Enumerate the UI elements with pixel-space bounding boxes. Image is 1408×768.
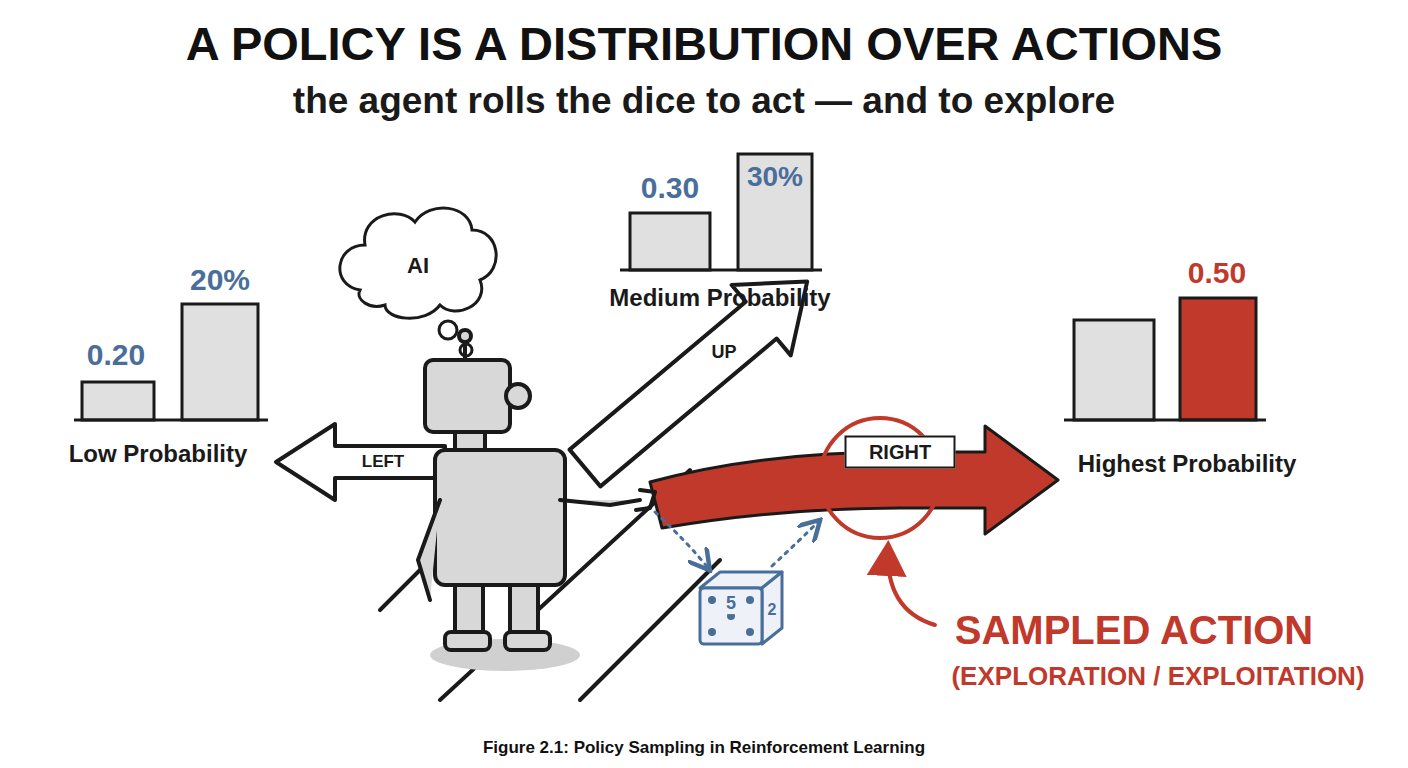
robot-agent bbox=[418, 330, 655, 671]
callout-note: (EXPLORATION / EXPLOITATION) bbox=[951, 662, 1364, 691]
caption: Figure 2.1: Policy Sampling in Reinforce… bbox=[483, 739, 925, 758]
dice-face: 2 bbox=[766, 601, 779, 619]
probability-percent: 20% bbox=[190, 263, 250, 296]
left-arrow bbox=[276, 424, 445, 500]
probability-value: 0.50 bbox=[1188, 256, 1246, 289]
node-text: UP bbox=[711, 342, 736, 363]
dice-face: 5 bbox=[724, 594, 738, 614]
thought-bubble bbox=[340, 208, 496, 356]
node-text: RIGHT bbox=[869, 441, 931, 464]
bar-label: Low Probability bbox=[69, 441, 248, 467]
action-arrow-label: LEFT bbox=[358, 452, 409, 472]
action-arrow-label: UP bbox=[707, 342, 741, 363]
callout-heading: SAMPLED ACTION bbox=[955, 608, 1314, 652]
probability-value: 0.20 bbox=[87, 338, 145, 371]
subtitle: the agent rolls the dice to act — and to… bbox=[293, 81, 1115, 122]
action-arrow-label: RIGHT bbox=[845, 436, 956, 469]
pointer-arrow bbox=[888, 548, 935, 625]
dotted-leader bbox=[772, 522, 818, 566]
node-text: AI bbox=[407, 253, 429, 279]
node-text: LEFT bbox=[362, 452, 405, 472]
title: A POLICY IS A DISTRIBUTION OVER ACTIONS bbox=[186, 18, 1223, 70]
dotted-leader bbox=[655, 512, 708, 568]
probability-value: 0.30 bbox=[641, 171, 699, 204]
bar-chart-medium bbox=[620, 154, 822, 270]
thought-bubble-text: AI bbox=[407, 253, 429, 279]
bar-label: Medium Probability bbox=[609, 285, 830, 311]
probability-percent: 30% bbox=[747, 162, 803, 193]
right-arrow bbox=[650, 426, 1058, 534]
bar-label: Highest Probability bbox=[1078, 451, 1297, 477]
bar-chart-low bbox=[74, 304, 268, 420]
bar-chart-high bbox=[1064, 298, 1266, 420]
dice bbox=[700, 572, 782, 644]
